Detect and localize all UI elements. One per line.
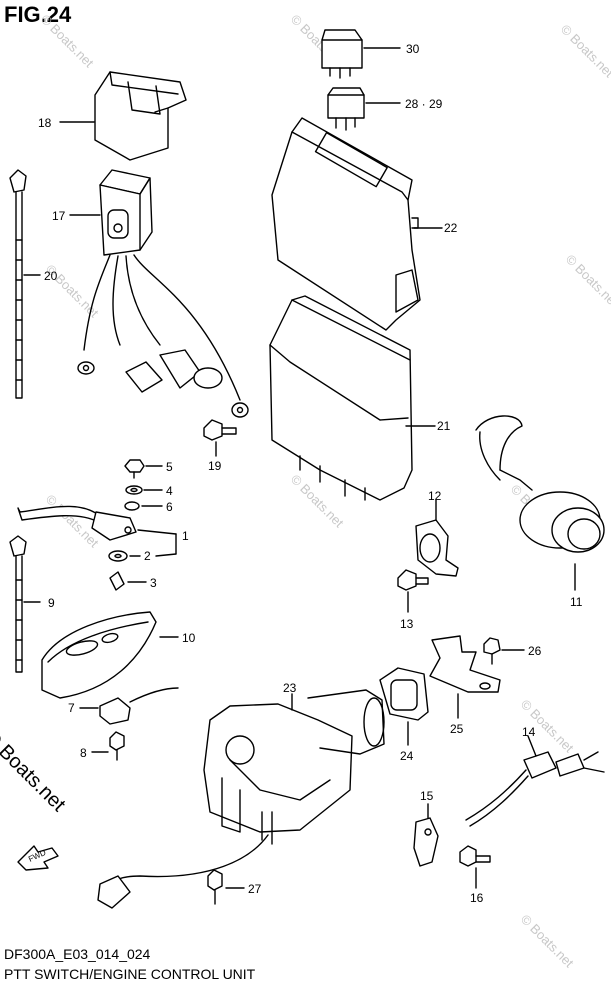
part-30-relay xyxy=(321,29,401,79)
part-26-bolt xyxy=(483,637,525,665)
part-20-cable-tie xyxy=(9,169,41,399)
label-part-17: 17 xyxy=(52,209,66,223)
part-3-clip xyxy=(109,571,147,591)
label-part-22: 22 xyxy=(444,221,458,235)
label-part-18: 18 xyxy=(38,116,52,130)
part-10-panel xyxy=(41,611,179,699)
label-part-6: 6 xyxy=(166,500,173,514)
label-part-11: 11 xyxy=(570,595,583,609)
part-15-clamp xyxy=(413,803,439,867)
forward-arrow-icon: FWD xyxy=(17,845,59,871)
label-part-8: 8 xyxy=(80,746,87,760)
watermark-text: © Boats.net xyxy=(288,472,347,531)
label-part-5: 5 xyxy=(166,460,173,474)
label-part-30: 30 xyxy=(406,42,420,56)
label-part-16: 16 xyxy=(470,891,484,905)
part-8-screw xyxy=(91,731,125,761)
part-2-washer xyxy=(108,550,177,562)
part-17-harness-box xyxy=(69,169,249,418)
part-16-bolt xyxy=(459,845,491,889)
part-18-cover xyxy=(59,71,187,161)
label-part-19: 19 xyxy=(208,459,222,473)
label-part-12: 12 xyxy=(428,489,442,503)
watermark-text: © Boats.net xyxy=(558,22,611,81)
part-number-labels: 30 28 · 29 18 17 22 20 21 19 5 4 12 6 1 … xyxy=(38,42,583,905)
part-23-motor xyxy=(203,689,385,845)
label-part-4: 4 xyxy=(166,484,173,498)
part-9-cable-tie xyxy=(9,535,41,673)
label-part-15: 15 xyxy=(420,789,434,803)
part-22-ecu-bracket xyxy=(271,117,443,331)
part-7-ptt-switch xyxy=(79,687,179,725)
part-21-ecu xyxy=(269,295,436,501)
watermark-text: © Boats.net xyxy=(563,252,611,311)
label-part-27: 27 xyxy=(248,882,262,896)
label-part-9: 9 xyxy=(48,596,55,610)
part-27-harness-area xyxy=(97,834,269,909)
part-12-clamp xyxy=(415,499,459,577)
part-19-bolt xyxy=(203,419,237,457)
part-13-bolt xyxy=(397,569,429,613)
label-part-3: 3 xyxy=(150,576,157,590)
part-25-bracket xyxy=(429,635,501,719)
watermark-text: © Boats.net xyxy=(518,912,577,971)
part-11-trim-meter xyxy=(475,415,605,591)
label-part-2: 2 xyxy=(144,549,151,563)
part-1-sender xyxy=(17,505,177,555)
label-part-23: 23 xyxy=(283,681,297,695)
label-part-20: 20 xyxy=(44,269,58,283)
label-part-13: 13 xyxy=(400,617,414,631)
part-14-sensor xyxy=(465,735,605,827)
label-part-26: 26 xyxy=(528,644,542,658)
label-part-1: 1 xyxy=(182,529,189,543)
part-28-29-relay xyxy=(327,87,401,131)
part-6-collar xyxy=(124,501,163,511)
label-part-14: 14 xyxy=(522,725,536,739)
part-24-grommet xyxy=(379,667,429,746)
part-4-washer xyxy=(125,485,163,495)
label-part-24: 24 xyxy=(400,749,414,763)
figure-title: FIG.24 xyxy=(4,2,72,27)
watermark-text: © Boats.net xyxy=(38,12,97,71)
figure-caption: PTT SWITCH/ENGINE CONTROL UNIT xyxy=(4,966,256,982)
figure-code: DF300A_E03_014_024 xyxy=(4,946,151,962)
label-part-21: 21 xyxy=(437,419,451,433)
label-part-25: 25 xyxy=(450,722,464,736)
label-part-7: 7 xyxy=(68,701,75,715)
part-5-screw xyxy=(124,459,163,479)
label-part-10: 10 xyxy=(182,631,196,645)
label-part-28-29: 28 · 29 xyxy=(405,97,443,111)
